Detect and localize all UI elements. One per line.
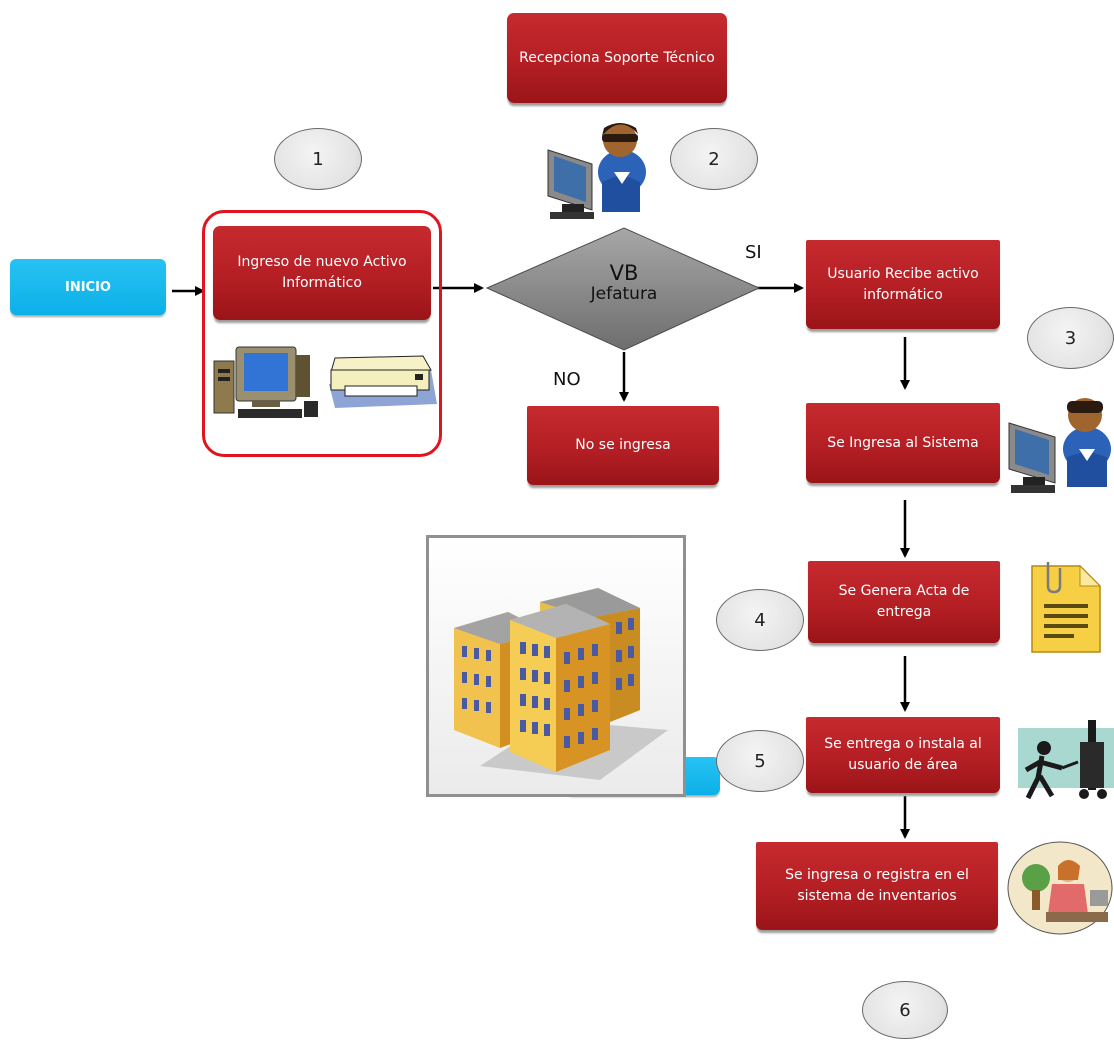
computer-operator-icon [547, 123, 646, 219]
step-number-4: 4 [716, 589, 804, 651]
inventory-register-step: Se ingresa o registra en el sistema de i… [756, 842, 998, 930]
decision-subtitle: Jefatura [590, 284, 658, 304]
step-number-2: 2 [670, 128, 758, 190]
printer-icon [329, 355, 437, 408]
start-terminal: INICIO [10, 259, 166, 315]
decision-diamond [485, 227, 761, 351]
step-number-5: 5 [716, 730, 804, 792]
deliver-install-step: Se entrega o instala al usuario de área [806, 717, 1000, 793]
step-1-highlight-frame [202, 210, 442, 457]
office-building-icon [454, 588, 668, 780]
step-number-6: 6 [862, 981, 948, 1039]
yes-branch-label: SI [745, 242, 762, 263]
computer-operator-icon-2 [1008, 398, 1111, 493]
document-clip-icon [1031, 562, 1102, 653]
desktop-computer-icon [213, 346, 318, 418]
step-number-3: 3 [1027, 307, 1114, 369]
not-entered-step: No se ingresa [527, 406, 719, 485]
reception-step: Recepciona Soporte Técnico [507, 13, 727, 103]
new-asset-step: Ingreso de nuevo Activo Informático [213, 226, 431, 320]
decision-title: VB [609, 261, 639, 285]
step-number-1: 1 [274, 128, 362, 190]
decision-label: VB Jefatura [562, 262, 686, 304]
handover-act-step: Se Genera Acta de entrega [808, 561, 1000, 643]
user-receives-step: Usuario Recibe activo informático [806, 240, 1000, 329]
delivery-worker-icon [1018, 720, 1114, 800]
no-branch-label: NO [553, 369, 581, 390]
system-entry-step: Se Ingresa al Sistema [806, 403, 1000, 483]
office-worker-icon [1007, 841, 1113, 935]
